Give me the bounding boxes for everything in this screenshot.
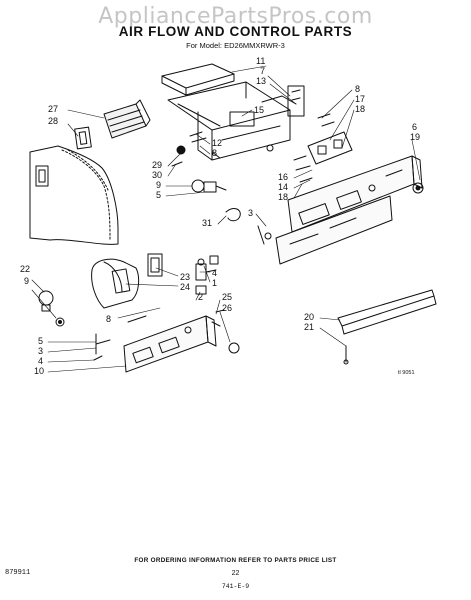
callout-1: 1 xyxy=(212,278,217,288)
callout-30: 30 xyxy=(152,170,162,180)
leader-lines xyxy=(31,65,421,373)
callout-14: 14 xyxy=(278,182,288,192)
light-bulb-part xyxy=(38,290,65,327)
callout-26: 26 xyxy=(222,303,232,313)
air-flow-housing-part xyxy=(167,81,305,161)
diagram-code: tl 9051 xyxy=(398,370,415,376)
wire-clip-part xyxy=(225,208,241,222)
callout-2: 2 xyxy=(198,292,203,302)
callout-3: 3 xyxy=(248,208,253,218)
callout-3: 3 xyxy=(38,346,43,356)
callout-4: 4 xyxy=(212,268,217,278)
callout-27: 27 xyxy=(48,104,58,114)
switch-bracket-part xyxy=(293,113,353,183)
callout-21: 21 xyxy=(304,322,314,332)
callout-31: 31 xyxy=(202,218,212,228)
callout-8: 8 xyxy=(212,148,217,158)
callout-22: 22 xyxy=(20,264,30,274)
callout-11: 11 xyxy=(256,56,265,66)
callout-6: 6 xyxy=(412,122,417,132)
page-title: AIR FLOW AND CONTROL PARTS xyxy=(118,24,353,39)
callout-15: 15 xyxy=(254,105,264,115)
footer-bottom-code: 741-E-9 xyxy=(221,583,250,590)
model-subtitle: For Model: ED26MMXRWR-3 xyxy=(186,41,285,50)
callout-20: 20 xyxy=(304,312,314,322)
duct-panel-part xyxy=(29,145,119,245)
callout-19: 19 xyxy=(410,132,420,142)
callout-9: 9 xyxy=(24,276,29,286)
right-control-panel-part xyxy=(287,155,424,233)
callout-12: 12 xyxy=(212,138,222,148)
callout-8: 8 xyxy=(355,84,360,94)
callout-16: 16 xyxy=(278,172,288,182)
footer-left-code: 879911 xyxy=(5,569,31,577)
callout-4: 4 xyxy=(38,356,43,366)
callout-18: 18 xyxy=(278,192,288,202)
callout-13: 13 xyxy=(256,76,266,86)
callout-9: 9 xyxy=(156,180,161,190)
lamp-bulb-part xyxy=(191,179,227,193)
callout-17: 17 xyxy=(355,94,365,104)
callout-5: 5 xyxy=(38,336,43,346)
page-number: 22 xyxy=(231,570,240,577)
callout-23: 23 xyxy=(180,272,190,282)
callout-10: 10 xyxy=(34,366,44,376)
callout-5: 5 xyxy=(156,190,161,200)
damper-housing-part xyxy=(91,253,163,309)
callout-29: 29 xyxy=(152,160,162,170)
callout-8: 8 xyxy=(106,314,111,324)
support-rail-part xyxy=(337,289,437,365)
ordering-note: FOR ORDERING INFORMATION REFER TO PARTS … xyxy=(134,557,337,564)
air-diffuser-part xyxy=(74,99,151,150)
callout-18: 18 xyxy=(355,104,365,114)
callout-numbers: 11 7 13 15 8 17 18 27 28 12 8 29 30 9 5 … xyxy=(20,56,420,376)
callout-25: 25 xyxy=(222,292,232,302)
top-cover-part xyxy=(161,63,235,96)
center-control-panel-part xyxy=(257,195,393,265)
callout-28: 28 xyxy=(48,116,58,126)
callout-24: 24 xyxy=(180,282,190,292)
callout-7: 7 xyxy=(260,66,265,76)
left-control-panel-part xyxy=(93,309,240,373)
